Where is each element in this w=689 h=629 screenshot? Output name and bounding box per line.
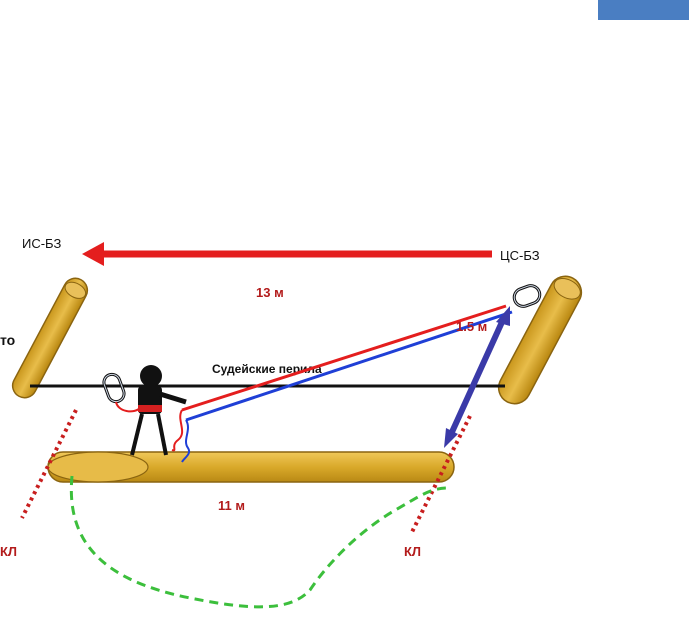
- label-start-point: ИС-БЗ: [22, 236, 61, 251]
- participant-figure-icon: [130, 365, 187, 456]
- carabiner-icon: [512, 284, 542, 308]
- label-control-line-right: КЛ: [404, 544, 421, 559]
- label-rope-height: 1.5 м: [456, 319, 487, 334]
- red-rope: [181, 304, 507, 412]
- label-control-line-left: КЛ: [0, 544, 17, 559]
- red-rope-tail: [171, 409, 184, 452]
- left-post: [11, 277, 89, 399]
- lanyard-rope: [115, 401, 141, 413]
- corner-tab: [598, 0, 689, 20]
- blue-rope-tail: [181, 419, 191, 463]
- blue-rope: [185, 310, 513, 422]
- label-edge-text: то: [0, 332, 15, 348]
- label-target-point: ЦС-БЗ: [500, 248, 540, 263]
- horizontal-log: [47, 451, 455, 483]
- right-post: [497, 275, 583, 405]
- label-top-distance: 13 м: [256, 285, 284, 300]
- label-log-length: 11 м: [218, 498, 245, 513]
- distance-arrow: [82, 242, 492, 266]
- control-line-right: [410, 415, 472, 533]
- safety-loop: [69, 475, 449, 609]
- height-arrow: [444, 306, 510, 448]
- carabiner-icon: [102, 372, 126, 404]
- control-line-left: [20, 409, 78, 519]
